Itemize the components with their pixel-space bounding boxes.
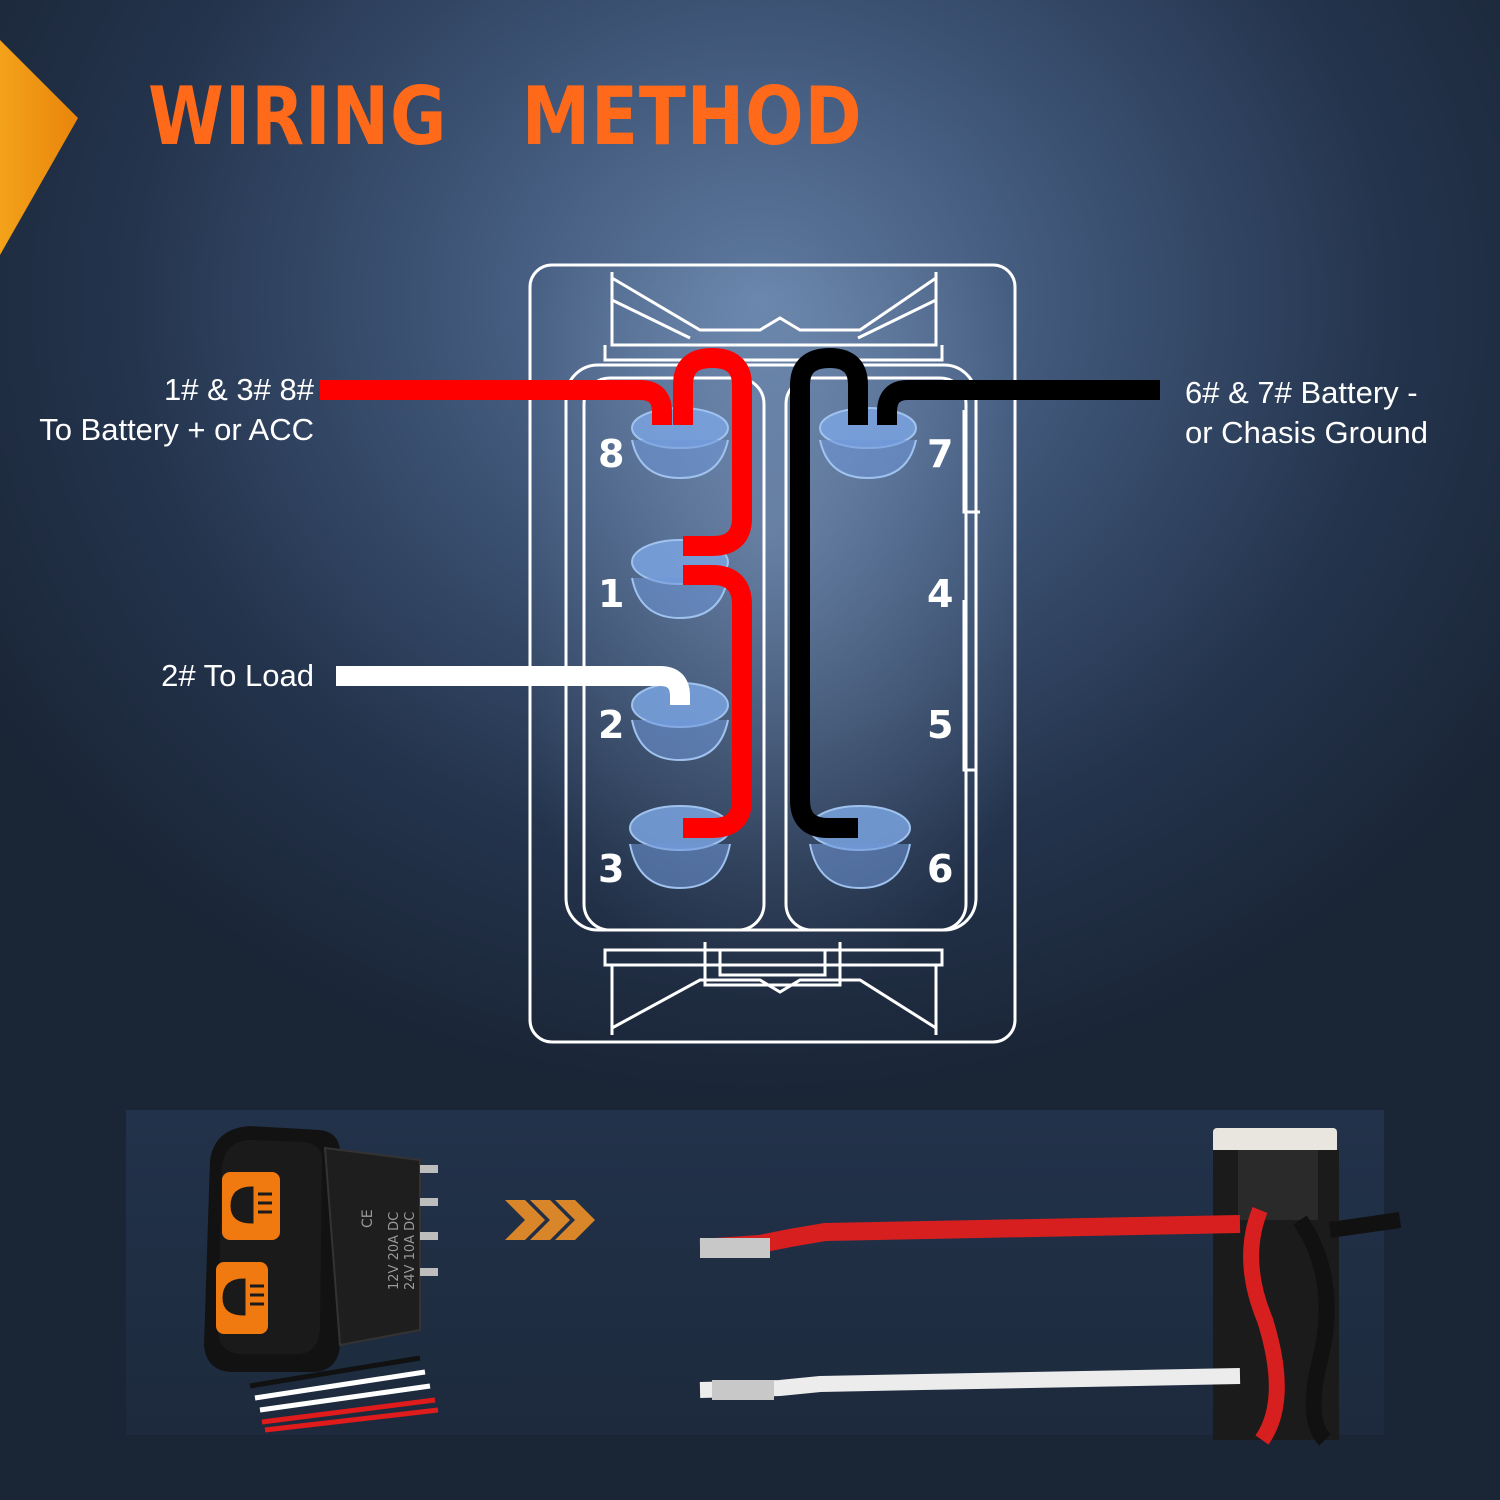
rating-marking-2: 24V 10A DC (403, 1212, 418, 1290)
pin-number-4: 4 (927, 572, 953, 616)
jumper-wires (249, 1355, 439, 1433)
ground-label-line1: 6# & 7# Battery - (1185, 375, 1418, 410)
ground-label-line2: or Chasis Ground (1185, 415, 1428, 450)
red-wire-jumper (673, 347, 752, 838)
pin-number-2: 2 (598, 703, 624, 747)
pin-number-1: 1 (598, 572, 624, 616)
battery-positive-label-line2: To Battery + or ACC (39, 412, 314, 447)
ground-label: 6# & 7# Battery - or Chasis Ground (1185, 373, 1485, 453)
installed-switch-photo (699, 1128, 1402, 1446)
load-label: 2# To Load (161, 658, 314, 693)
terminal-3 (629, 805, 731, 890)
pin-number-7: 7 (927, 432, 953, 476)
pin-number-3: 3 (598, 847, 624, 891)
rocker-switch-product: CE 12V 20A DC 24V 10A DC (204, 1126, 439, 1433)
headlight-icon (230, 1186, 272, 1224)
page-title: WIRING METHOD (148, 70, 863, 163)
black-wire-ground (790, 347, 1160, 838)
red-wire-battery-positive (320, 380, 672, 425)
spade-connector (700, 1238, 770, 1258)
corner-accent-shape (0, 40, 78, 255)
battery-positive-label-line1: 1# & 3# 8# (164, 372, 314, 407)
pin-number-8: 8 (598, 432, 624, 476)
spade-connector (712, 1380, 774, 1400)
chevron-right-icon (505, 1200, 595, 1240)
pin-number-5: 5 (927, 703, 953, 747)
ce-marking: CE (360, 1209, 376, 1228)
white-wire-load (336, 666, 690, 705)
rating-marking-1: 12V 20A DC (387, 1212, 402, 1290)
headlight-icon (222, 1278, 264, 1316)
battery-positive-label: 1# & 3# 8# To Battery + or ACC (20, 370, 314, 450)
pin-number-6: 6 (927, 847, 953, 891)
